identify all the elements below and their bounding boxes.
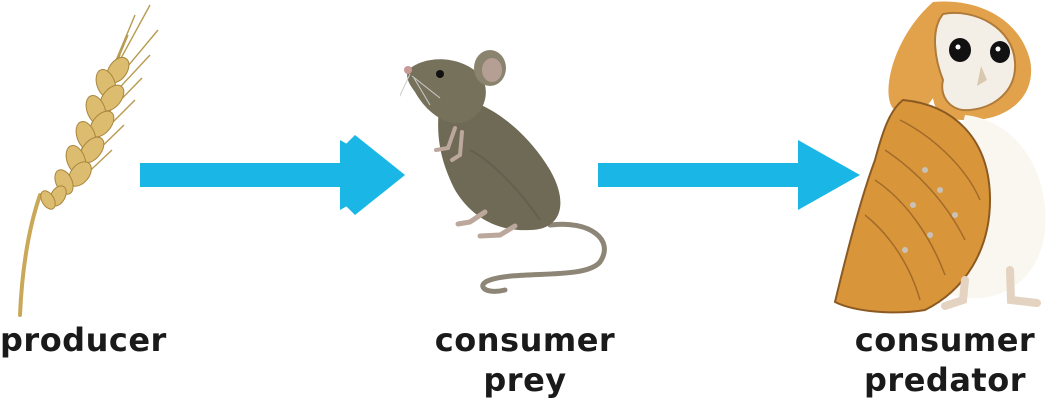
predator-label: consumer predator: [845, 320, 1045, 400]
label-line: consumer: [430, 320, 620, 360]
label-line: prey: [430, 360, 620, 400]
prey-label: consumer prey: [430, 320, 620, 400]
producer-label: producer: [0, 320, 160, 360]
label-line: producer: [0, 320, 160, 360]
label-line: consumer: [845, 320, 1045, 360]
mouse-icon: [400, 40, 620, 295]
barn-owl-icon: [815, 0, 1051, 315]
right-arrow-icon: [140, 130, 410, 220]
label-line: predator: [845, 360, 1045, 400]
wheat-icon: [0, 0, 160, 320]
